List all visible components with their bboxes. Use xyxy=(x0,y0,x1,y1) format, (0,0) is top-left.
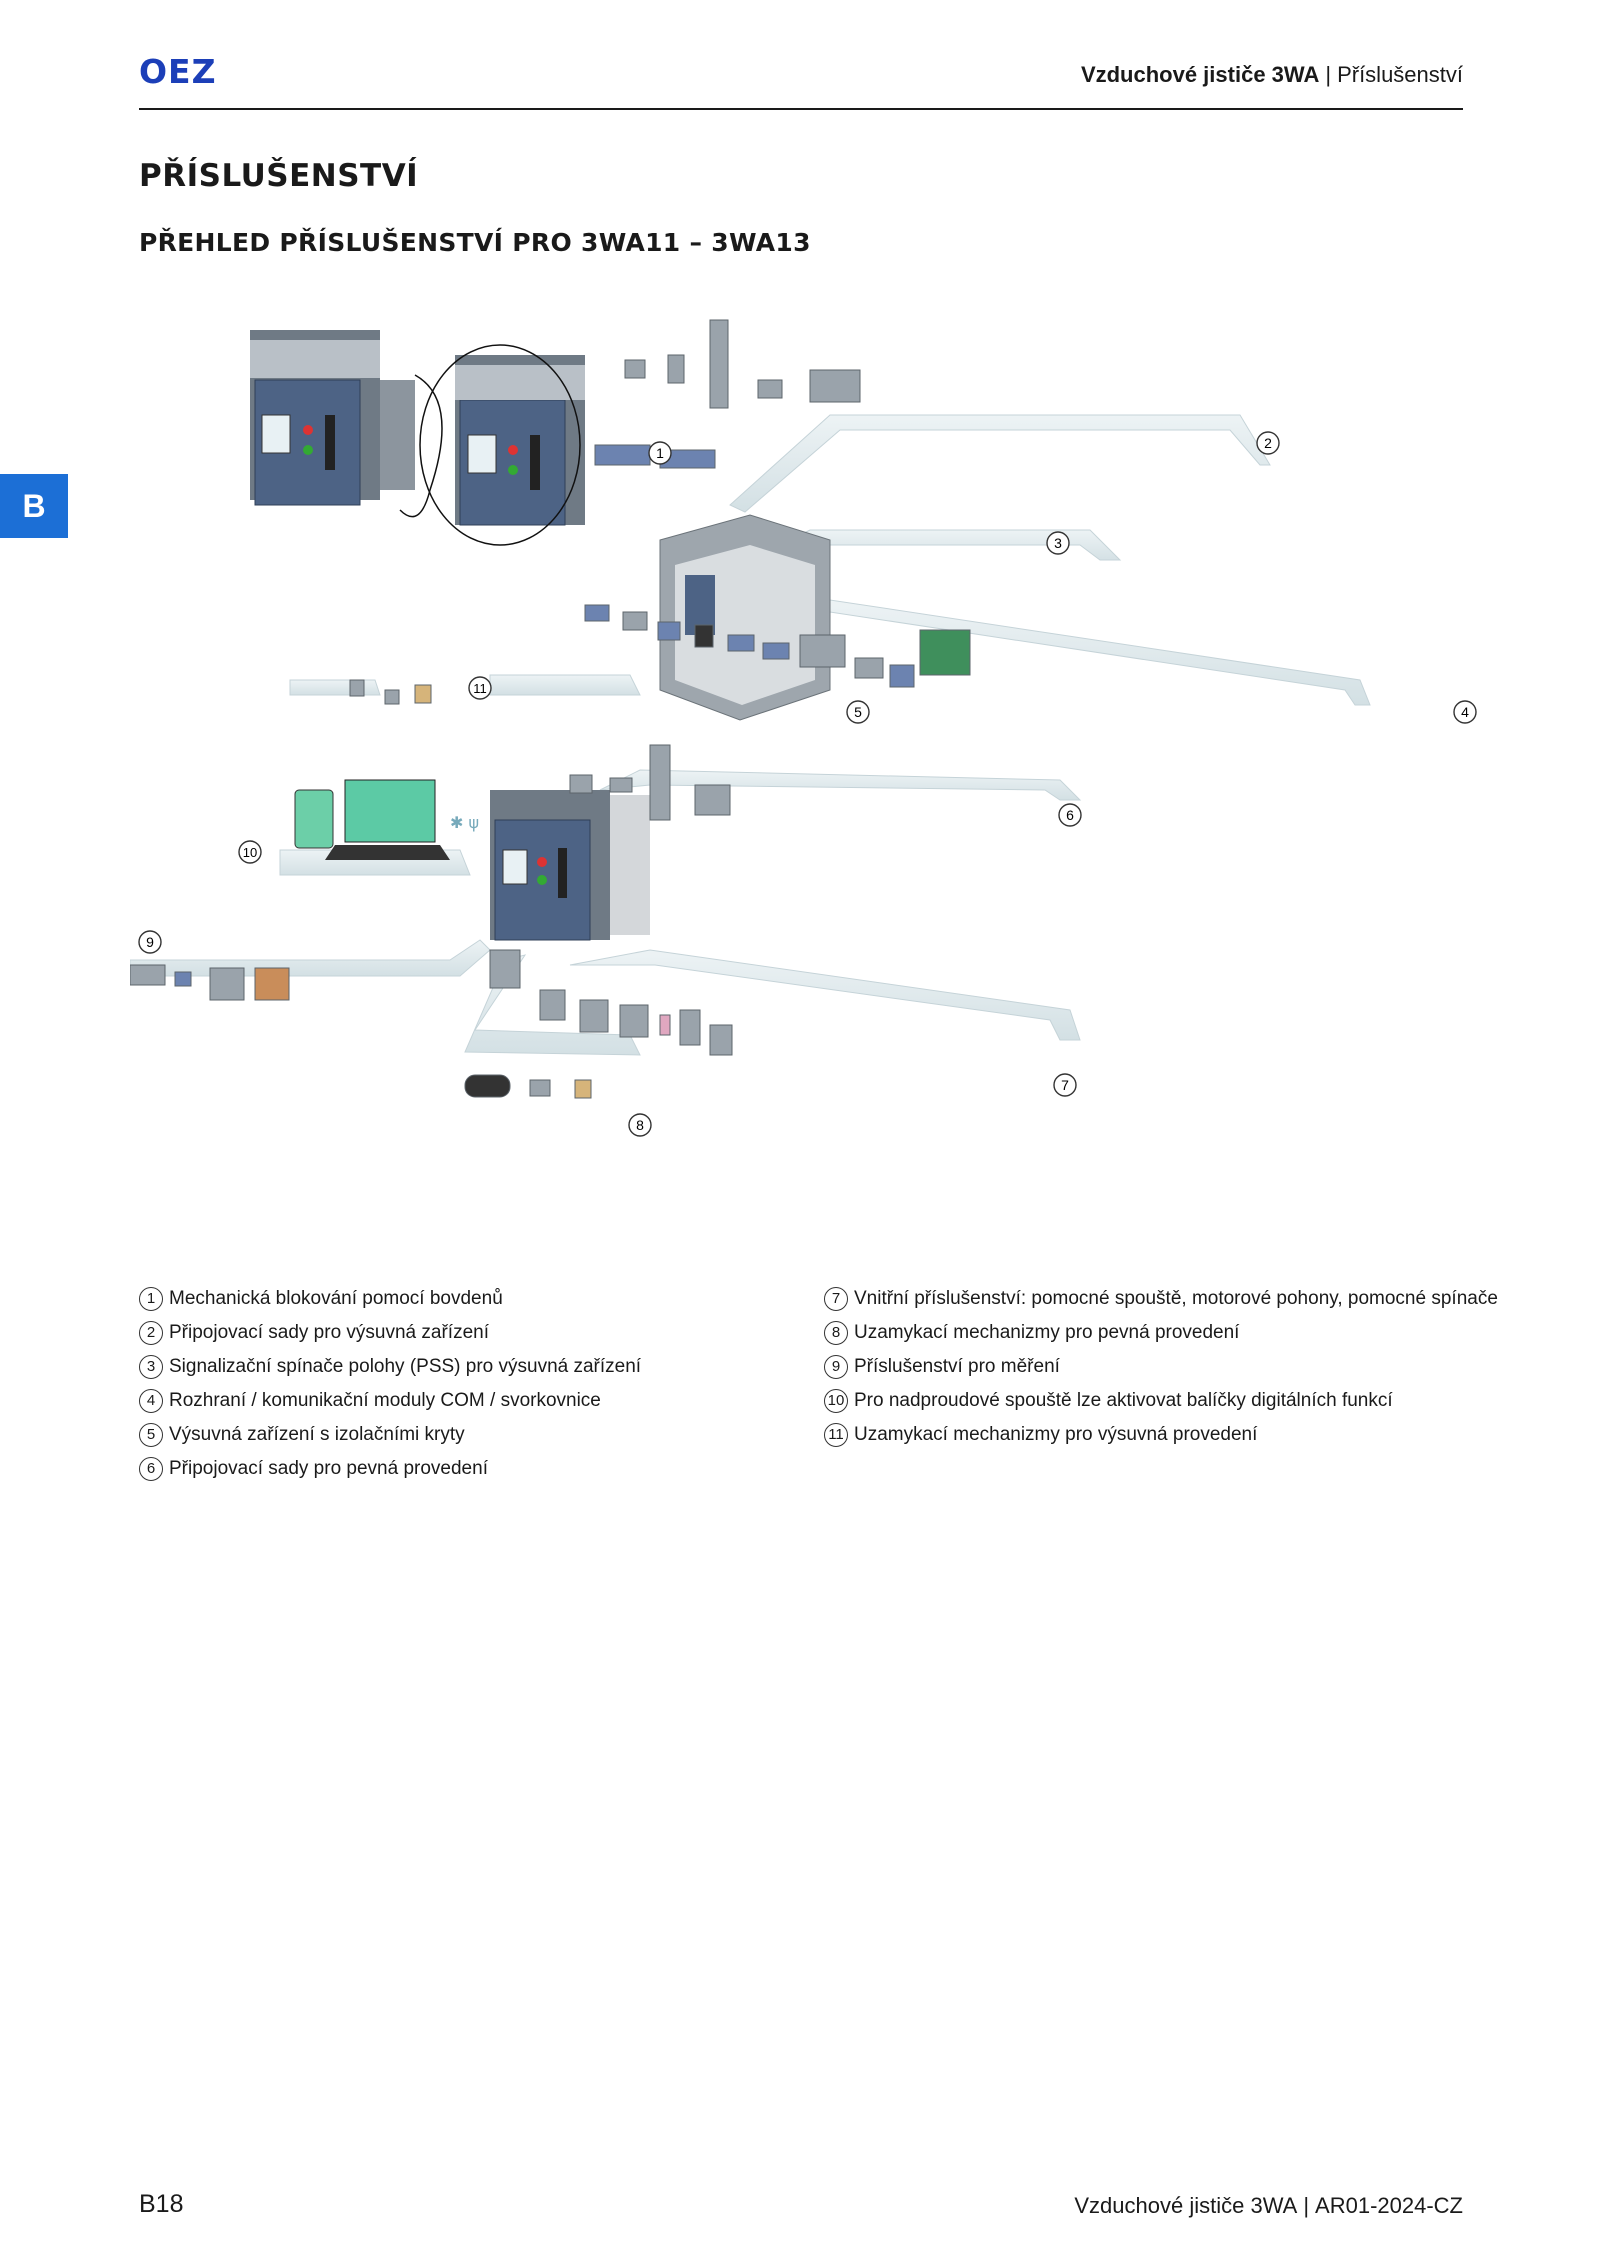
callout-label: 11 xyxy=(473,681,487,696)
callout-9: 9 xyxy=(138,930,162,954)
legend-text: Připojovací sady pro pevná provedení xyxy=(169,1458,488,1479)
callout-label: 5 xyxy=(854,704,862,720)
svg-text:✱ ψ: ✱ ψ xyxy=(450,813,479,832)
legend-number: 5 xyxy=(139,1423,163,1447)
legend-number: 11 xyxy=(824,1423,848,1447)
oez-logo: OEZ xyxy=(139,52,217,91)
legend-item: 5 Výsuvná zařízení s izolačními kryty xyxy=(139,1418,641,1452)
header-product: Vzduchové jističe 3WA xyxy=(1080,62,1320,87)
accessory-parts xyxy=(130,319,971,1099)
legend-number: 9 xyxy=(824,1355,848,1379)
callout-label: 6 xyxy=(1066,807,1074,823)
legend-number: 7 xyxy=(824,1287,848,1311)
laptop-and-tablet: ✱ ψ xyxy=(294,779,479,860)
breaker-withdrawable-2 xyxy=(419,344,585,546)
callout-5: 5 xyxy=(846,700,870,724)
footer-doc-title: Vzduchové jističe 3WA xyxy=(1074,2193,1298,2218)
page-header: Vzduchové jističe 3WA|Příslušenství xyxy=(1081,62,1463,88)
withdrawable-frame xyxy=(659,514,831,721)
callout-4: 4 xyxy=(1453,700,1477,724)
header-separator: | xyxy=(1325,62,1332,87)
callout-label: 2 xyxy=(1264,435,1272,451)
legend-text: Příslušenství pro měření xyxy=(854,1356,1060,1377)
footer-doc-code: AR01-2024-CZ xyxy=(1315,2193,1463,2218)
legend-number: 2 xyxy=(139,1321,163,1345)
legend-item: 9 Příslušenství pro měření xyxy=(824,1350,1498,1384)
callout-label: 10 xyxy=(243,845,257,860)
callout-label: 3 xyxy=(1054,535,1062,551)
legend-text: Připojovací sady pro výsuvná zařízení xyxy=(169,1322,489,1343)
callout-7: 7 xyxy=(1053,1073,1077,1097)
legend-number: 1 xyxy=(139,1287,163,1311)
rail-group xyxy=(130,414,1371,1056)
page-footer: Vzduchové jističe 3WA|AR01-2024-CZ xyxy=(1074,2193,1463,2219)
header-section: Příslušenství xyxy=(1337,62,1463,87)
callout-label: 9 xyxy=(146,934,154,950)
accessory-overview-diagram: ✱ ψ xyxy=(130,319,1477,1137)
legend-text: Mechanická blokování pomocí bovdenů xyxy=(169,1288,503,1309)
legend-text: Signalizační spínače polohy (PSS) pro vý… xyxy=(169,1356,642,1377)
page-number: B18 xyxy=(139,2190,184,2218)
legend-text: Rozhraní / komunikační moduly COM / svor… xyxy=(169,1390,601,1411)
callout-label: 1 xyxy=(656,445,664,461)
chapter-tab[interactable]: B xyxy=(0,474,68,538)
legend-number: 8 xyxy=(824,1321,848,1345)
legend-item: 6 Připojovací sady pro pevná provedení xyxy=(139,1452,641,1486)
legend-item: 11 Uzamykací mechanizmy pro výsuvná prove… xyxy=(824,1418,1498,1452)
breaker-fixed xyxy=(490,790,650,941)
legend-item: 7 Vnitřní příslušenství: pomocné spouště,… xyxy=(824,1282,1498,1316)
footer-separator: | xyxy=(1303,2193,1310,2218)
legend-item: 10 Pro nadproudové spouště lze aktivovat … xyxy=(824,1384,1498,1418)
legend-text: Výsuvná zařízení s izolačními kryty xyxy=(169,1424,465,1445)
legend-text: Pro nadproudové spouště lze aktivovat ba… xyxy=(854,1390,1393,1411)
callout-6: 6 xyxy=(1058,803,1082,827)
legend-number: 10 xyxy=(824,1389,848,1413)
callout-1: 1 xyxy=(648,441,672,465)
legend-right: 7 Vnitřní příslušenství: pomocné spouště,… xyxy=(824,1282,1498,1452)
legend-item: 1 Mechanická blokování pomocí bovdenů xyxy=(139,1282,641,1316)
legend-text: Uzamykací mechanizmy pro výsuvná provede… xyxy=(854,1424,1258,1445)
page-subtitle: PŘEHLED PŘÍSLUŠENSTVÍ PRO 3WA11 – 3WA13 xyxy=(139,228,811,257)
page-title: PŘÍSLUŠENSTVÍ xyxy=(139,158,419,194)
callout-11: 11 xyxy=(468,676,492,700)
callout-label: 7 xyxy=(1061,1077,1069,1093)
callout-label: 4 xyxy=(1461,704,1469,720)
callout-10: 10 xyxy=(238,840,262,864)
callout-2: 2 xyxy=(1256,431,1280,455)
header-rule xyxy=(139,108,1463,110)
legend-number: 6 xyxy=(139,1457,163,1481)
legend-text: Vnitřní příslušenství: pomocné spouště, … xyxy=(854,1288,1498,1309)
callout-8: 8 xyxy=(628,1113,652,1137)
legend-item: 2 Připojovací sady pro výsuvná zařízení xyxy=(139,1316,641,1350)
legend-item: 8 Uzamykací mechanizmy pro pevná proveden… xyxy=(824,1316,1498,1350)
breaker-withdrawable-1 xyxy=(250,330,415,506)
legend-item: 3 Signalizační spínače polohy (PSS) pro v… xyxy=(139,1350,641,1384)
legend-number: 4 xyxy=(139,1389,163,1413)
callout-label: 8 xyxy=(636,1117,644,1133)
legend-number: 3 xyxy=(139,1355,163,1379)
legend-text: Uzamykací mechanizmy pro pevná provedení xyxy=(854,1322,1240,1343)
legend-item: 4 Rozhraní / komunikační moduly COM / svo… xyxy=(139,1384,641,1418)
callout-3: 3 xyxy=(1046,531,1070,555)
